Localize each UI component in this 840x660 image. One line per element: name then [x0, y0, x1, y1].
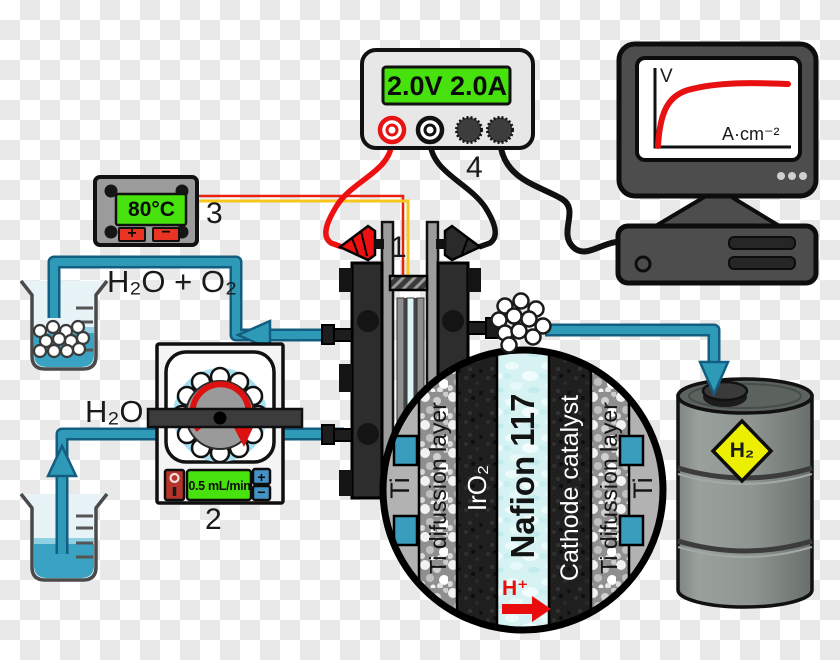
water-feed-label: H₂O — [85, 394, 144, 429]
flow-arrow-left — [234, 319, 272, 351]
inset-circle-border — [379, 346, 667, 634]
peristaltic-pump — [146, 342, 304, 505]
pump-readout: 0.5 mL/min — [188, 478, 251, 493]
temp-minus-glyph: − — [161, 224, 171, 241]
hydrogen-bubbles — [490, 292, 552, 354]
beaker-graduations — [76, 514, 93, 559]
computer-tower — [615, 223, 819, 286]
hydrogen-barrel — [676, 377, 814, 609]
monitor-x-label: A·cm⁻² — [722, 124, 780, 144]
monitor-y-label: V — [660, 66, 673, 87]
proton-label: H⁺ — [502, 577, 529, 600]
iro2-label: IrO₂ — [462, 464, 492, 512]
cell-bolts — [339, 268, 481, 496]
oxygen-bubbles — [32, 319, 91, 359]
red-alligator-clip — [337, 224, 377, 262]
controller-readout: 80°C — [128, 198, 175, 221]
computer — [615, 41, 819, 286]
current-knob — [486, 116, 514, 144]
pump-minus-glyph: − — [257, 484, 266, 500]
red-test-lead — [323, 140, 395, 250]
controller-lcd — [114, 192, 188, 227]
cathode-catalyst-label: Cathode catalyst — [556, 394, 584, 582]
hazard-diamond — [710, 418, 774, 484]
pump-lcd — [185, 468, 253, 502]
temp-down-button — [152, 227, 180, 242]
flow-arrow-up — [46, 443, 78, 478]
diffusion-layer-left — [419, 350, 457, 630]
diffusion-left-label: Ti difussion layer — [425, 402, 451, 574]
label-cell: 1 — [390, 231, 407, 264]
power-button — [634, 255, 652, 273]
tubing — [47, 255, 721, 554]
polarization-curve — [655, 80, 791, 149]
label-controller: 3 — [206, 197, 223, 230]
black-test-lead — [427, 140, 498, 250]
graph-axes — [653, 68, 791, 149]
temp-up-button — [118, 227, 146, 242]
pump-plus-glyph: + — [257, 468, 266, 485]
bezel-dots — [777, 172, 807, 180]
black-alligator-clip — [443, 224, 483, 262]
cathode-catalyst-layer — [549, 350, 591, 630]
monitor-stand — [646, 194, 789, 229]
voltage-knob — [455, 116, 483, 144]
temperature-controller — [93, 175, 199, 247]
ti-right-label: Ti — [628, 477, 658, 499]
psu-readout: 2.0V 2.0A — [386, 70, 508, 101]
thermocouple-wires — [196, 194, 410, 284]
flow-down-button — [251, 484, 272, 502]
nafion-layer — [497, 350, 549, 630]
nafion-label: Nafion 117 — [504, 393, 541, 559]
iro2-layer — [457, 350, 497, 630]
flow-arrow-down — [698, 360, 730, 398]
flow-channel-ports — [392, 434, 645, 547]
flow-up-button — [251, 467, 272, 486]
ti-left-label: Ti — [385, 477, 415, 499]
label-power-supply: 4 — [466, 151, 483, 184]
label-pump: 2 — [205, 503, 222, 536]
anode-outlet-label: H₂O + O₂ — [107, 264, 238, 299]
diffusion-right-label: Ti difussion layer — [596, 402, 622, 574]
temp-plus-glyph: + — [127, 225, 137, 242]
psu-lcd — [381, 65, 512, 106]
proton-arrow — [502, 604, 532, 614]
heater-block — [388, 274, 429, 292]
end-plate-left — [350, 261, 384, 500]
power-supply — [360, 48, 535, 150]
hydrogen-label: H₂ — [729, 439, 755, 462]
